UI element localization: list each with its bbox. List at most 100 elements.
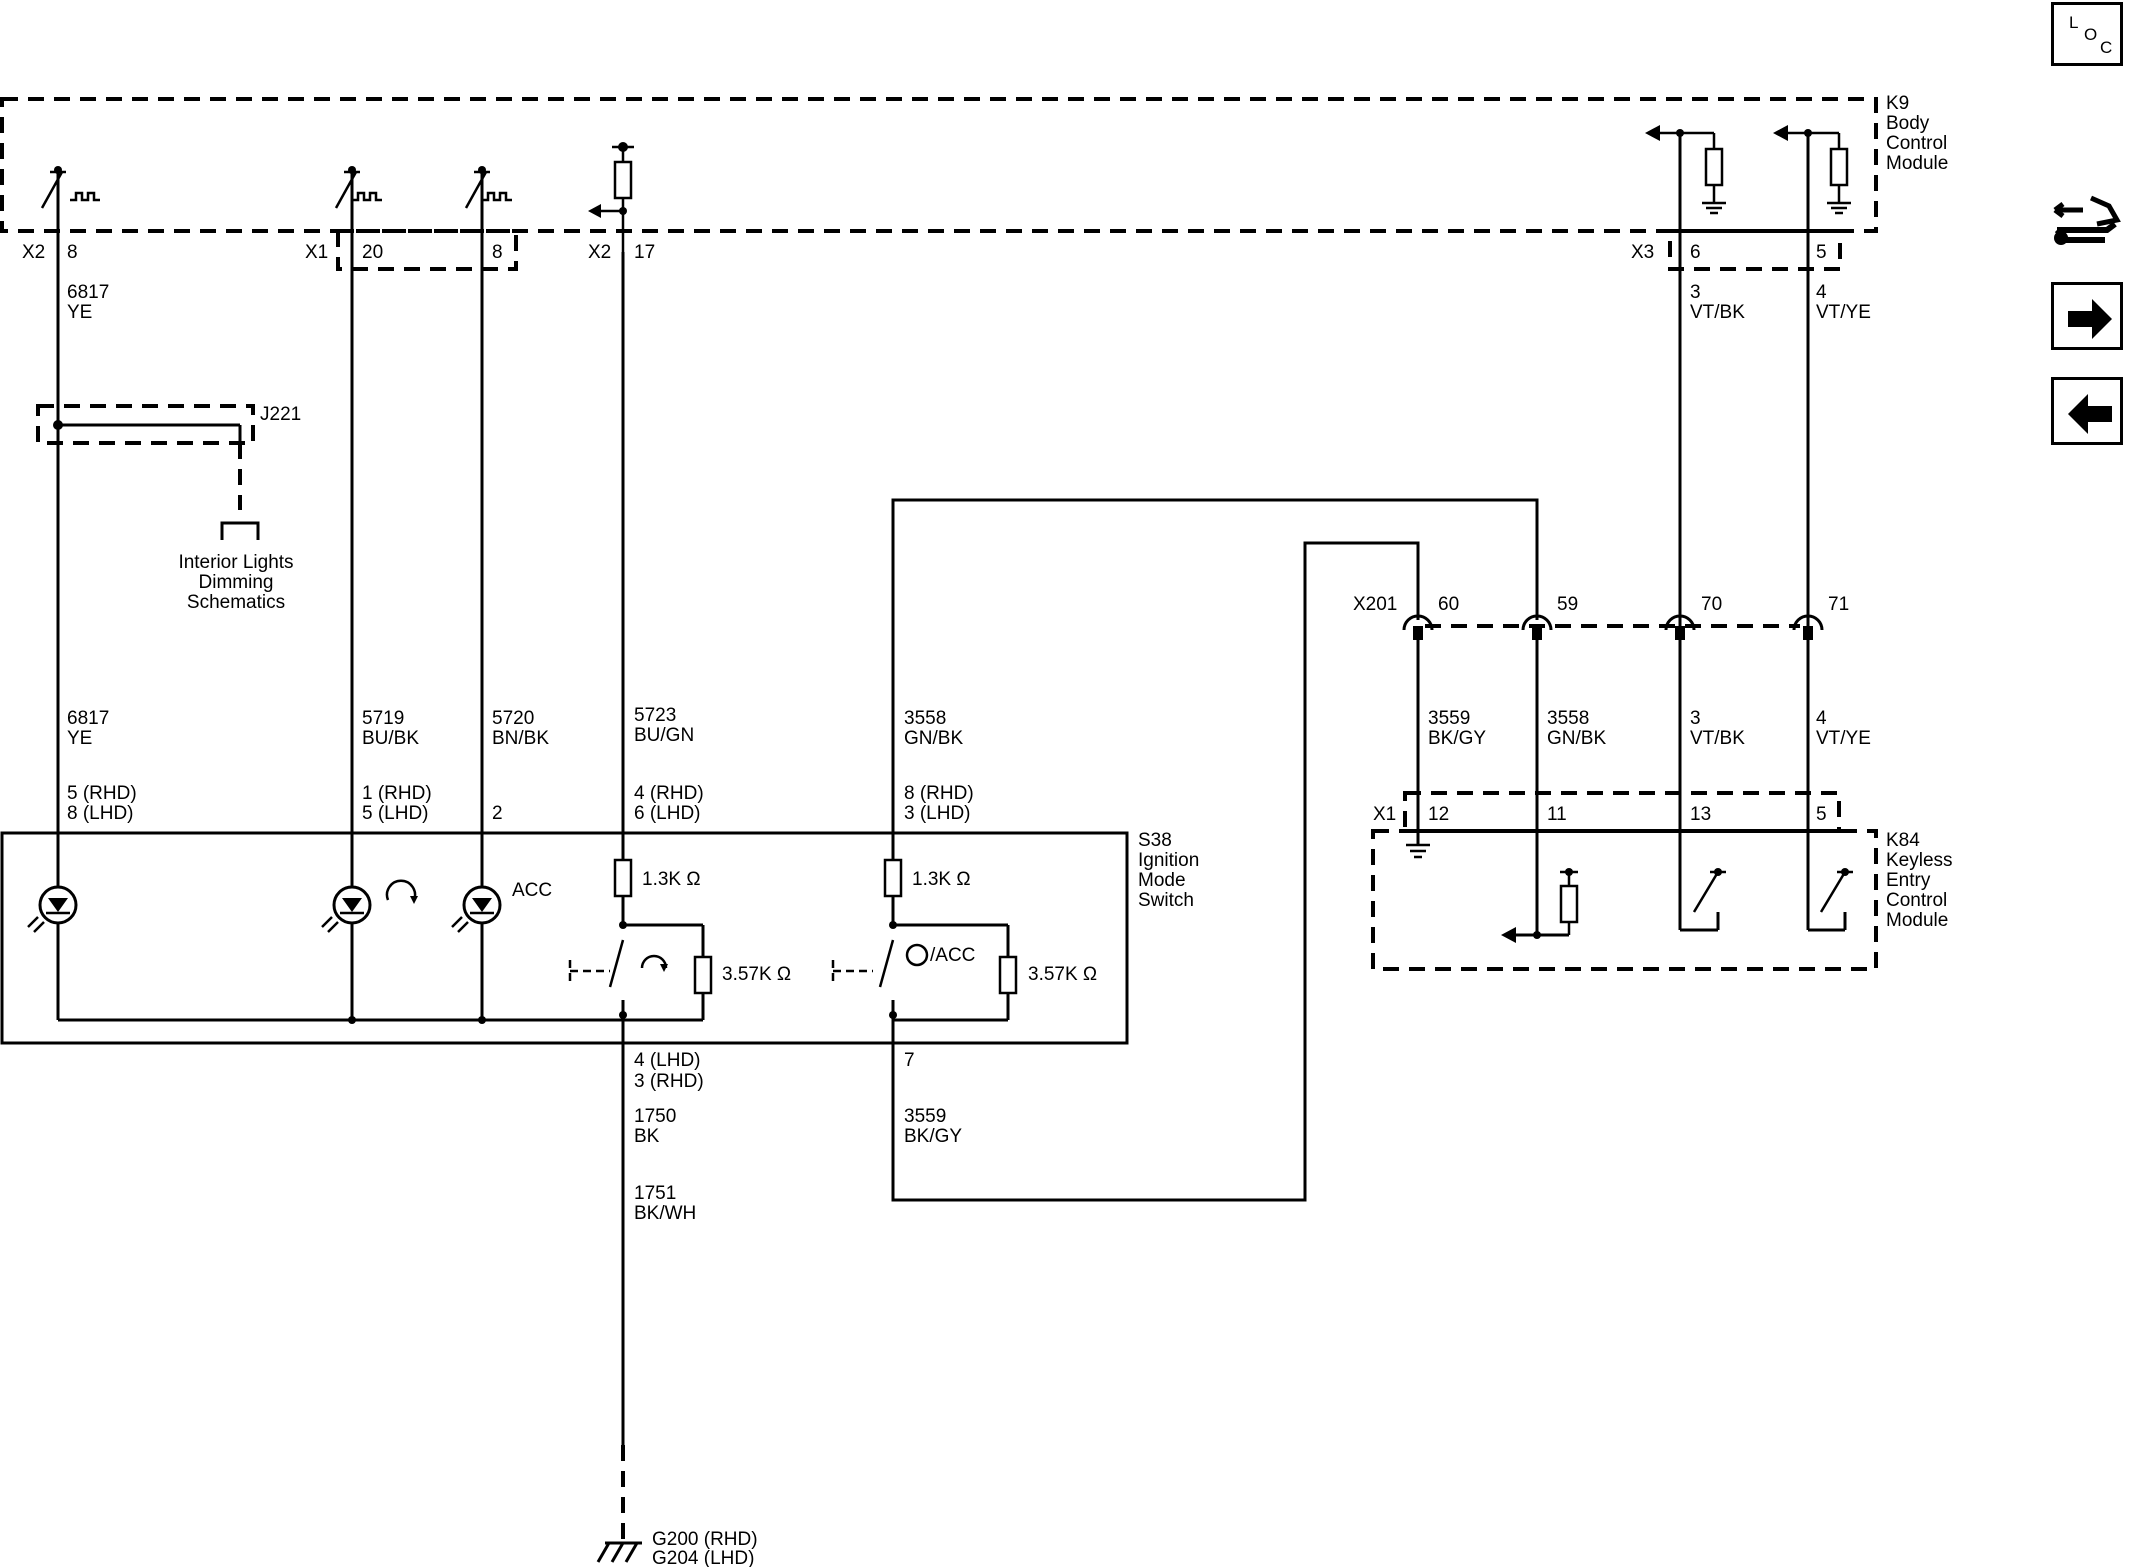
s38-pin-d-1: 4 (RHD): [634, 783, 704, 804]
x201-pin-59: [1521, 614, 1553, 640]
k9-label-2: Body: [1886, 113, 1930, 134]
s38-led-2-icon: [321, 885, 372, 933]
s38-switch-box: [0, 831, 1129, 1045]
loc-letter-l: L: [2069, 13, 2079, 32]
s38-switch1-actuator: [568, 960, 610, 982]
wire-3-bottom-color: VT/BK: [1690, 728, 1745, 749]
x201-pin-70: [1664, 614, 1696, 640]
k9-module-box: [0, 97, 1878, 233]
wire-1751-num: 1751: [634, 1183, 676, 1204]
k84-label-4: Control: [1886, 890, 1947, 911]
k84-input-11: [1501, 868, 1579, 943]
wire-4-top-color: VT/YE: [1816, 302, 1871, 323]
wire-3559-right-num: 3559: [1428, 708, 1470, 729]
wire-6817-top-num: 6817: [67, 282, 109, 303]
s38-pin-a-1: 5 (RHD): [67, 783, 137, 804]
s38-label-3: Mode: [1138, 870, 1186, 891]
s38-label-1: S38: [1138, 830, 1172, 851]
wire-6817-top-color: YE: [67, 302, 92, 323]
k9-x2a-label: X2: [22, 242, 45, 263]
s38-out-left-1: 4 (LHD): [634, 1050, 701, 1071]
s38-pin-a-2: 8 (LHD): [67, 803, 134, 824]
loc-button[interactable]: L O C: [2051, 2, 2123, 66]
j221-dest-3: Schematics: [187, 592, 285, 613]
k9-x2b-label: X2: [588, 242, 611, 263]
k9-x1-label: X1: [305, 242, 328, 263]
wire-1750-num: 1750: [634, 1106, 676, 1127]
wire-1751-color: BK/WH: [634, 1203, 696, 1224]
s38-pin-d-2: 6 (LHD): [634, 803, 701, 824]
k84-switch-5: [1808, 868, 1853, 932]
s38-acc2-label: /ACC: [930, 945, 975, 966]
k9-x3-pin6: 6: [1690, 242, 1701, 263]
k84-label-3: Entry: [1886, 870, 1931, 891]
k84-label-2: Keyless: [1886, 850, 1953, 871]
s38-r2-label: 1.3K Ω: [912, 869, 971, 890]
k9-x3-connector-box: [1668, 229, 1842, 271]
k84-ground-symbol: [1406, 843, 1430, 859]
s38-r1-label: 1.3K Ω: [642, 869, 701, 890]
k9-x3-pin5: 5: [1816, 242, 1827, 263]
wire-3559-right-color: BK/GY: [1428, 728, 1486, 749]
k9-x2b-pin: 17: [634, 242, 655, 263]
k84-module-box: [1371, 829, 1878, 971]
s38-r4-label: 3.57K Ω: [1028, 964, 1097, 985]
s38-switch2-actuator: [831, 960, 873, 982]
wire-4-top-num: 4: [1816, 282, 1827, 303]
wire-3558-left-num: 3558: [904, 708, 946, 729]
k9-x3-label: X3: [1631, 242, 1654, 263]
j221-label: J221: [260, 404, 301, 425]
k9-x1-pin8: 8: [492, 242, 503, 263]
s38-pin-b-1: 1 (RHD): [362, 783, 432, 804]
s38-r3-label: 3.57K Ω: [722, 964, 791, 985]
k9-switch-1: [40, 166, 100, 209]
rotate-icon: [385, 879, 418, 904]
k84-pin12: 12: [1428, 804, 1449, 825]
k84-pin13: 13: [1690, 804, 1711, 825]
wire-3-top-color: VT/BK: [1690, 302, 1745, 323]
k9-output-5: [1773, 125, 1851, 215]
x201-pin60-label: 60: [1438, 594, 1459, 615]
k9-label-4: Module: [1886, 153, 1948, 174]
j221-connector-symbol: [220, 521, 260, 540]
loc-letter-c: C: [2100, 38, 2113, 57]
wire-5720-color: BN/BK: [492, 728, 549, 749]
k9-x1-pin20: 20: [362, 242, 383, 263]
s38-label-2: Ignition: [1138, 850, 1199, 871]
wire-3559-left-num: 3559: [904, 1106, 946, 1127]
wire-4-bottom-color: VT/YE: [1816, 728, 1871, 749]
j221-dest-2: Dimming: [199, 572, 274, 593]
wire-3558-right-color: GN/BK: [1547, 728, 1606, 749]
s38-label-4: Switch: [1138, 890, 1194, 911]
x201-pin59-label: 59: [1557, 594, 1578, 615]
tools-connector-icon[interactable]: [2051, 188, 2123, 260]
s38-out-right: 7: [904, 1050, 915, 1071]
s38-resistor-2: [883, 858, 903, 898]
s38-out-left-2: 3 (RHD): [634, 1071, 704, 1092]
arrow-right-icon: [2068, 299, 2112, 339]
previous-arrow-button[interactable]: [2051, 377, 2123, 445]
wire-3558-left-color: GN/BK: [904, 728, 963, 749]
s38-resistor-1: [613, 858, 633, 898]
x201-pin-60: [1402, 614, 1434, 640]
s38-acc-label: ACC: [512, 880, 552, 901]
x201-pin70-label: 70: [1701, 594, 1722, 615]
k84-label-5: Module: [1886, 910, 1948, 931]
wire-3559-left-color: BK/GY: [904, 1126, 962, 1147]
wire-4-bottom-num: 4: [1816, 708, 1827, 729]
k9-x1-connector-box: [336, 229, 518, 271]
wire-5723-color: BU/GN: [634, 725, 694, 746]
s38-pin-e-2: 3 (LHD): [904, 803, 971, 824]
k84-label-1: K84: [1886, 830, 1920, 851]
k9-label-3: Control: [1886, 133, 1947, 154]
next-arrow-button[interactable]: [2051, 282, 2123, 350]
k9-output-6: [1645, 125, 1726, 215]
ground-label-1: G200 (RHD): [652, 1529, 758, 1550]
k9-pullup-resistor: [588, 142, 634, 252]
k84-connector-box: [1403, 791, 1841, 833]
wire-5719-num: 5719: [362, 708, 404, 729]
k84-pin5: 5: [1816, 804, 1827, 825]
wire-5723-num: 5723: [634, 705, 676, 726]
k9-label-1: K9: [1886, 93, 1909, 114]
